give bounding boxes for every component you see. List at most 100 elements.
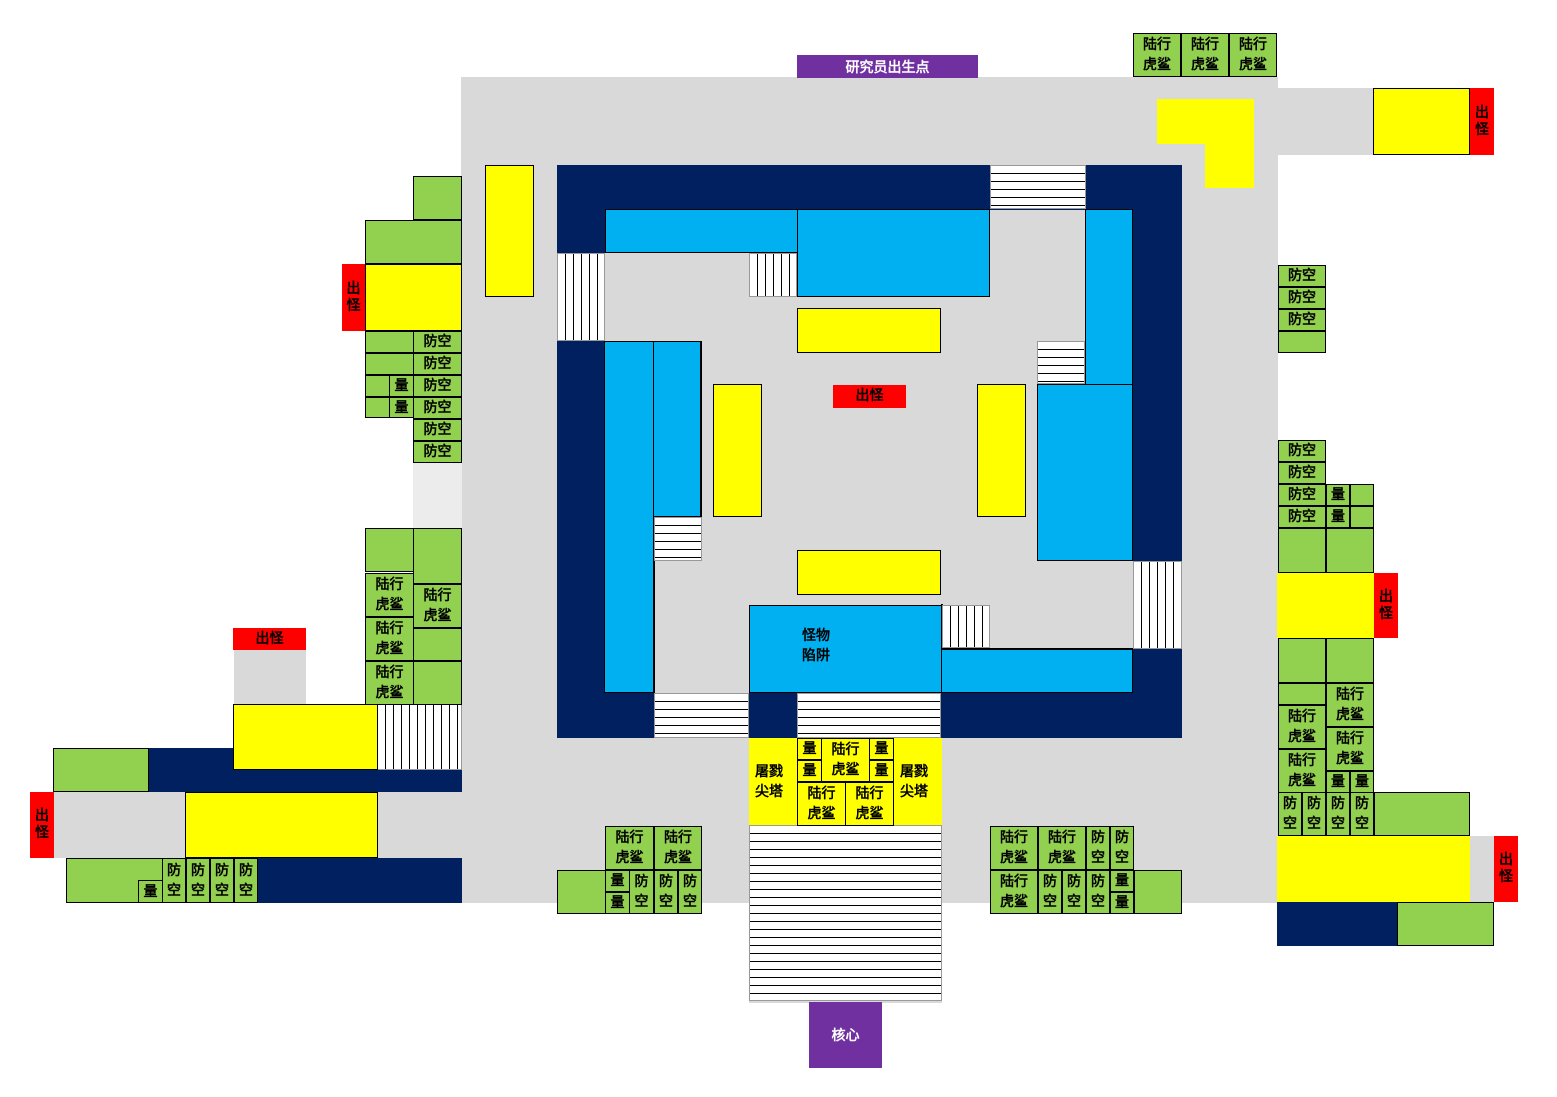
tower-slot-far-top-right[interactable] — [1373, 88, 1470, 155]
deploy-left-far-qty[interactable]: 量 — [138, 880, 163, 903]
deploy-r-c[interactable] — [1350, 506, 1374, 528]
deploy-left-lts-2[interactable]: 陆行 虎鲨 — [413, 584, 462, 628]
deploy-br-aa-2[interactable]: 防 空 — [1110, 826, 1134, 870]
deploy-top-1[interactable]: 陆行 虎鲨 — [1133, 33, 1181, 77]
deploy-r-i[interactable] — [1374, 792, 1470, 836]
deploy-left-lts-1[interactable]: 陆行 虎鲨 — [365, 573, 414, 617]
deploy-r-aa-2[interactable]: 防空 — [1278, 287, 1326, 309]
deploy-br-aa-4[interactable]: 防 空 — [1062, 870, 1086, 914]
deploy-top-2[interactable]: 陆行 虎鲨 — [1181, 33, 1229, 77]
tower-slot-center-top[interactable] — [797, 308, 941, 353]
deploy-br-lts-1[interactable]: 陆行 虎鲨 — [990, 826, 1038, 870]
deploy-left-b[interactable] — [365, 220, 462, 264]
deploy-left-qty-1[interactable]: 量 — [389, 375, 414, 397]
tower-lts-2[interactable]: 陆行 虎鲨 — [797, 782, 846, 826]
deploy-left-aa-1[interactable]: 防空 — [413, 331, 462, 353]
deploy-r-aa-7[interactable]: 防空 — [1278, 506, 1326, 528]
deploy-left-c[interactable] — [365, 331, 414, 353]
deploy-r-d[interactable] — [1278, 528, 1326, 573]
deploy-r-e[interactable] — [1326, 528, 1374, 573]
tower-slot-left-bottom[interactable] — [185, 792, 378, 858]
tower-qty-4[interactable]: 量 — [869, 760, 894, 782]
tower-lts-1[interactable]: 陆行 虎鲨 — [821, 738, 870, 782]
deploy-br-lts-3[interactable]: 陆行 虎鲨 — [990, 870, 1038, 914]
tower-slot-left-spawn[interactable] — [365, 264, 462, 331]
tower-slot-right-bottom[interactable] — [1277, 836, 1470, 902]
deploy-br-aa-5[interactable]: 防 空 — [1086, 870, 1110, 914]
deploy-bl-aa-3[interactable]: 防 空 — [678, 870, 702, 914]
deploy-left-e[interactable] — [365, 375, 390, 397]
deploy-left-aa-3[interactable]: 防空 — [413, 375, 462, 397]
deploy-br-aa-3[interactable]: 防 空 — [1038, 870, 1062, 914]
tower-lts-3[interactable]: 陆行 虎鲨 — [845, 782, 894, 826]
tower-slot-center-bottom[interactable] — [797, 550, 941, 595]
deploy-left-f[interactable] — [365, 397, 390, 418]
deploy-r-aa-v4[interactable]: 防 空 — [1350, 792, 1374, 836]
deploy-left-far-a[interactable] — [53, 748, 149, 792]
deploy-left-aa-6[interactable]: 防空 — [413, 441, 462, 463]
deploy-r-far[interactable] — [1397, 902, 1494, 946]
deploy-left-far-aa-3[interactable]: 防 空 — [210, 858, 234, 903]
tower-slot-right-mid[interactable] — [1277, 573, 1374, 638]
deploy-r-g[interactable] — [1326, 638, 1374, 683]
deploy-r-aa-4[interactable]: 防空 — [1278, 440, 1326, 462]
deploy-r-lts-2[interactable]: 陆行 虎鲨 — [1278, 705, 1326, 749]
tower-slot-left-low[interactable] — [233, 704, 378, 770]
tower-slot-left-top[interactable] — [485, 165, 534, 297]
deploy-r-h[interactable] — [1278, 683, 1326, 705]
deploy-left-d[interactable] — [365, 353, 414, 375]
deploy-left-far-aa-2[interactable]: 防 空 — [186, 858, 210, 903]
deploy-r-f[interactable] — [1278, 638, 1326, 683]
slaughter-tower-left[interactable]: 屠戮 尖塔 — [755, 764, 783, 800]
deploy-bl-lts-2[interactable]: 陆行 虎鲨 — [654, 826, 702, 870]
deploy-r-aa-v3[interactable]: 防 空 — [1326, 792, 1350, 836]
deploy-bl-lts-1[interactable]: 陆行 虎鲨 — [605, 826, 654, 870]
deploy-r-qty-3[interactable]: 量 — [1326, 771, 1350, 793]
deploy-left-mid-a[interactable] — [365, 528, 414, 572]
deploy-left-mid-d[interactable] — [413, 661, 462, 705]
deploy-bl-qty[interactable]: 量 — [605, 870, 630, 892]
deploy-left-a[interactable] — [413, 176, 462, 220]
deploy-left-lts-4[interactable]: 陆行 虎鲨 — [365, 661, 414, 705]
deploy-r-qty-2[interactable]: 量 — [1326, 506, 1350, 528]
deploy-r-aa-v1[interactable]: 防 空 — [1278, 792, 1302, 836]
deploy-bl-a[interactable] — [557, 870, 606, 914]
deploy-br-qty-1[interactable]: 量 — [1110, 870, 1134, 892]
deploy-bl-aa-1[interactable]: 防 空 — [629, 870, 654, 914]
deploy-left-far-aa-4[interactable]: 防 空 — [234, 858, 258, 903]
deploy-left-aa-4[interactable]: 防空 — [413, 397, 462, 419]
tower-slot-top-right-b[interactable] — [1205, 99, 1254, 188]
deploy-left-mid-b[interactable] — [413, 528, 462, 584]
deploy-r-b[interactable] — [1350, 484, 1374, 506]
tower-qty-3[interactable]: 量 — [869, 738, 894, 760]
deploy-r-lts-3[interactable]: 陆行 虎鲨 — [1326, 727, 1374, 771]
deploy-left-aa-5[interactable]: 防空 — [413, 419, 462, 441]
deploy-top-3[interactable]: 陆行 虎鲨 — [1229, 33, 1277, 77]
deploy-bl-qty-2[interactable]: 量 — [605, 892, 630, 914]
deploy-br-qty-2[interactable]: 量 — [1110, 892, 1134, 914]
deploy-r-aa-6[interactable]: 防空 — [1278, 484, 1326, 506]
deploy-br-aa-1[interactable]: 防 空 — [1086, 826, 1110, 870]
tower-qty-1[interactable]: 量 — [797, 738, 822, 760]
deploy-left-aa-2[interactable]: 防空 — [413, 353, 462, 375]
deploy-bl-aa-2[interactable]: 防 空 — [654, 870, 678, 914]
deploy-left-lts-3[interactable]: 陆行 虎鲨 — [365, 617, 414, 661]
deploy-br-a[interactable] — [1134, 870, 1182, 914]
deploy-r-aa-3[interactable]: 防空 — [1278, 309, 1326, 331]
deploy-r-lts-4[interactable]: 陆行 虎鲨 — [1278, 749, 1326, 793]
deploy-r-aa-5[interactable]: 防空 — [1278, 462, 1326, 484]
tower-qty-2[interactable]: 量 — [797, 760, 822, 782]
deploy-left-far-aa-1[interactable]: 防 空 — [162, 858, 186, 903]
tower-slot-center-right[interactable] — [977, 384, 1026, 517]
deploy-r-qty-4[interactable]: 量 — [1350, 771, 1374, 793]
deploy-left-mid-c[interactable] — [413, 628, 462, 661]
deploy-left-qty-2[interactable]: 量 — [389, 397, 414, 418]
deploy-r-lts-1[interactable]: 陆行 虎鲨 — [1326, 683, 1374, 727]
deploy-br-lts-2[interactable]: 陆行 虎鲨 — [1038, 826, 1086, 870]
tower-slot-center-left[interactable] — [713, 384, 762, 517]
deploy-r-a[interactable] — [1278, 331, 1326, 353]
deploy-r-aa-1[interactable]: 防空 — [1278, 265, 1326, 287]
deploy-r-aa-v2[interactable]: 防 空 — [1302, 792, 1326, 836]
deploy-r-qty-1[interactable]: 量 — [1326, 484, 1350, 506]
slaughter-tower-right[interactable]: 屠戮 尖塔 — [900, 764, 928, 800]
